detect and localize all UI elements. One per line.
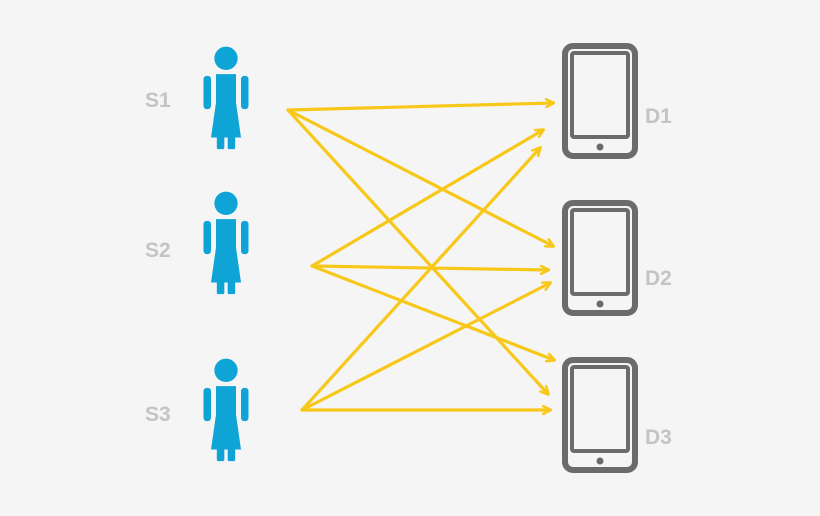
edges-layer [286, 103, 554, 412]
destination-label-d1: D1 [645, 105, 672, 128]
tablet-icon-d1 [565, 46, 635, 156]
person-icon-s3 [203, 358, 249, 462]
arrow-s1-to-d3 [286, 108, 548, 394]
arrow-s2-to-d1 [310, 130, 543, 268]
arrow-s1-to-d1 [286, 103, 553, 112]
arrow-s2-to-d3 [310, 264, 554, 360]
person-icon-s2 [203, 191, 249, 295]
source-label-s2: S2 [145, 239, 171, 262]
destination-label-d2: D2 [645, 267, 672, 290]
person-icon-s1 [203, 46, 249, 150]
arrow-s3-to-d1 [300, 148, 540, 412]
sources-layer [203, 46, 249, 462]
destinations-layer [565, 46, 635, 470]
tablet-icon-d2 [565, 203, 635, 313]
arrow-s1-to-d2 [286, 108, 553, 246]
tablet-icon-d3 [565, 360, 635, 470]
destination-label-d3: D3 [645, 426, 672, 449]
source-label-s1: S1 [145, 89, 171, 112]
source-label-s3: S3 [145, 403, 171, 426]
arrow-s3-to-d2 [300, 283, 550, 412]
